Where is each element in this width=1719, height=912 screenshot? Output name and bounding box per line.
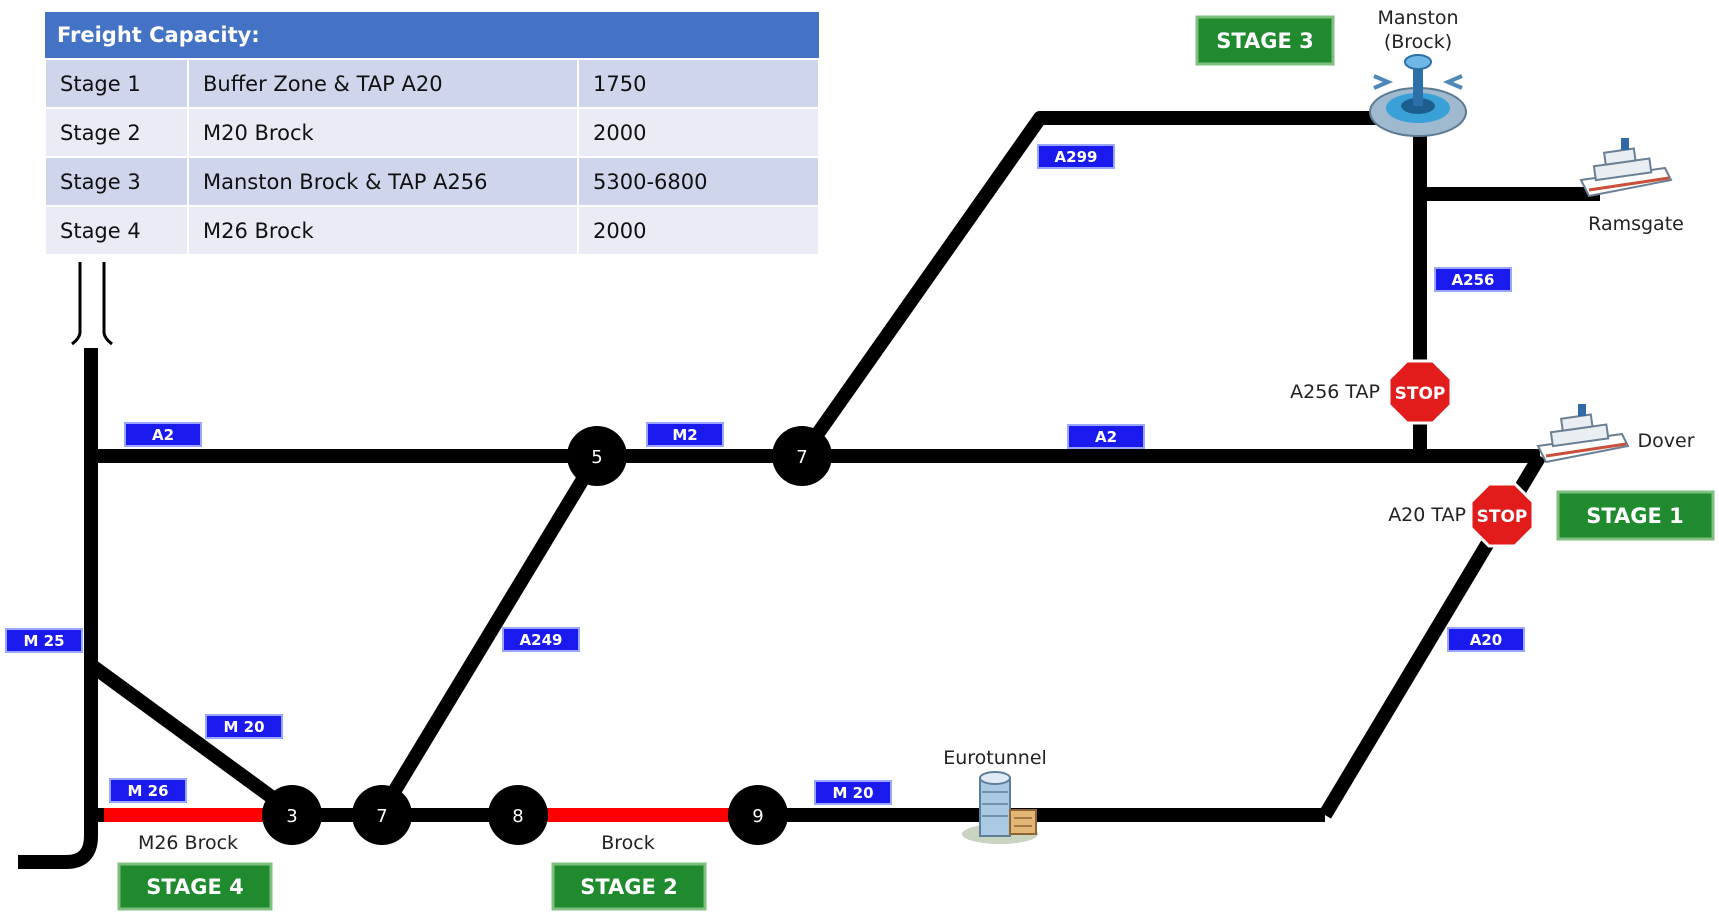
capacity-cell: 5300-6800 — [577, 156, 820, 207]
brock-label: Brock — [601, 832, 655, 854]
svg-text:STOP: STOP — [1477, 507, 1528, 527]
svg-text:M 20: M 20 — [832, 784, 873, 802]
svg-text:8: 8 — [512, 806, 523, 827]
road-label: A20 — [1447, 627, 1525, 652]
a20-tap-label: A20 TAP — [1388, 504, 1466, 526]
svg-text:STAGE 3: STAGE 3 — [1216, 29, 1314, 53]
svg-text:3: 3 — [286, 806, 297, 827]
a299-road — [796, 111, 1420, 461]
svg-text:STAGE 1: STAGE 1 — [1586, 504, 1684, 528]
svg-text:A20: A20 — [1470, 631, 1502, 649]
junction: 5 — [567, 426, 627, 486]
svg-text:9: 9 — [752, 806, 763, 827]
junction: 7 — [772, 426, 832, 486]
ship-icon — [1536, 404, 1630, 464]
road-label: M 20 — [205, 714, 283, 739]
m25-break-symbol — [71, 262, 113, 346]
junction: 8 — [488, 785, 548, 845]
svg-text:M 26: M 26 — [127, 782, 168, 800]
table-row: Stage 4 M26 Brock 2000 — [44, 205, 820, 256]
svg-text:M 25: M 25 — [23, 632, 64, 650]
svg-text:A2: A2 — [1095, 428, 1117, 446]
svg-text:5: 5 — [591, 447, 602, 468]
m26-brock-label: M26 Brock — [138, 832, 238, 854]
eurotunnel-label: Eurotunnel — [943, 747, 1047, 769]
manston-label: Manston — [1377, 7, 1458, 29]
road-label: M2 — [646, 422, 724, 447]
svg-text:STOP: STOP — [1395, 384, 1446, 404]
dover-label: Dover — [1638, 430, 1695, 452]
m20-spur-road — [86, 659, 297, 818]
capacity-cell: 2000 — [577, 205, 820, 256]
svg-text:STAGE 4: STAGE 4 — [146, 875, 244, 899]
stage-badge: STAGE 4 — [117, 862, 273, 911]
ship-icon — [1579, 138, 1673, 198]
road-label: A249 — [502, 627, 580, 652]
road-label: A2 — [124, 422, 202, 447]
stage-cell: Stage 1 — [44, 58, 189, 109]
svg-text:A256: A256 — [1452, 271, 1495, 289]
road-label: M 25 — [5, 628, 83, 653]
m25-road — [18, 348, 98, 869]
svg-text:7: 7 — [376, 806, 387, 827]
stop-sign-icon: STOP — [1469, 482, 1535, 548]
location-cell: Buffer Zone & TAP A20 — [187, 58, 579, 109]
freight-capacity-table: Freight Capacity: Stage 1 Buffer Zone & … — [44, 12, 820, 256]
svg-text:A2: A2 — [152, 426, 174, 444]
svg-text:M 20: M 20 — [223, 718, 264, 736]
location-cell: Manston Brock & TAP A256 — [187, 156, 579, 207]
table-row: Stage 2 M20 Brock 2000 — [44, 107, 820, 158]
svg-text:A299: A299 — [1055, 148, 1098, 166]
location-cell: M26 Brock — [187, 205, 579, 256]
ramsgate-label: Ramsgate — [1588, 213, 1684, 235]
svg-text:STAGE 2: STAGE 2 — [580, 875, 678, 899]
junction: 9 — [728, 785, 788, 845]
svg-text:A249: A249 — [520, 631, 563, 649]
stage-cell: Stage 2 — [44, 107, 189, 158]
svg-text:7: 7 — [796, 447, 807, 468]
road-label: M 20 — [814, 780, 892, 805]
stage-badge: STAGE 2 — [551, 862, 707, 911]
road-label: A2 — [1067, 424, 1145, 449]
road-network — [18, 111, 1600, 869]
manston-label: (Brock) — [1384, 31, 1452, 53]
stop-sign-icon: STOP — [1387, 359, 1453, 425]
stage-cell: Stage 3 — [44, 156, 189, 207]
svg-text:M2: M2 — [672, 426, 697, 444]
table-row: Stage 3 Manston Brock & TAP A256 5300-68… — [44, 156, 820, 207]
capacity-cell: 1750 — [577, 58, 820, 109]
road-label: A299 — [1037, 144, 1115, 169]
capacity-cell: 2000 — [577, 107, 820, 158]
junction: 7 — [352, 785, 412, 845]
stage-badge: STAGE 1 — [1556, 490, 1715, 541]
a249-road — [374, 452, 603, 819]
building-icon — [962, 771, 1038, 844]
junction: 3 — [262, 785, 322, 845]
stage-badge: STAGE 3 — [1195, 15, 1335, 66]
table-row: Stage 1 Buffer Zone & TAP A20 1750 — [44, 58, 820, 109]
location-cell: M20 Brock — [187, 107, 579, 158]
stage-cell: Stage 4 — [44, 205, 189, 256]
table-title: Freight Capacity: — [45, 12, 819, 59]
a256-tap-label: A256 TAP — [1290, 381, 1380, 403]
road-label: A256 — [1434, 267, 1512, 292]
airport-icon — [1369, 54, 1467, 137]
road-label: M 26 — [109, 778, 187, 803]
